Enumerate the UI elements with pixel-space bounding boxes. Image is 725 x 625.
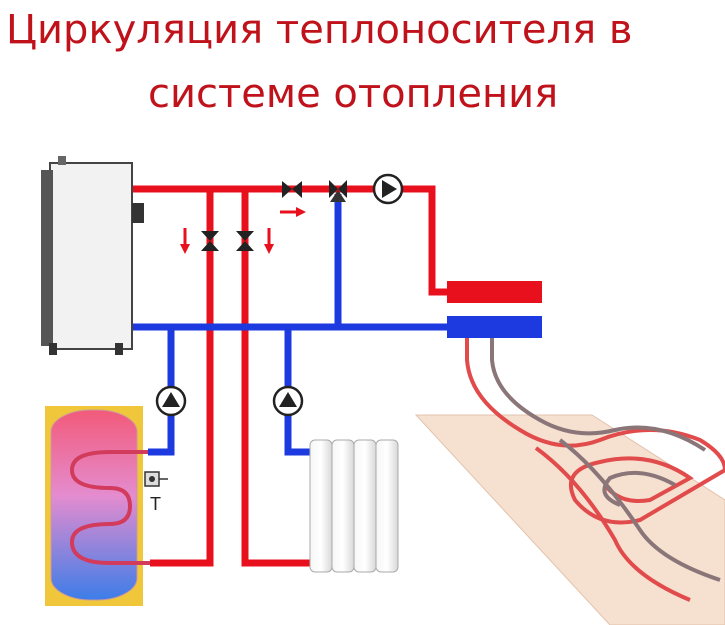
title-line-1: Циркуляция теплоносителя в bbox=[6, 7, 633, 53]
title-line-2: системе отопления bbox=[148, 71, 559, 117]
valve-icon bbox=[201, 231, 254, 251]
pump-icon bbox=[272, 385, 304, 417]
return-pipe bbox=[132, 194, 447, 456]
thermostat-icon bbox=[144, 471, 168, 487]
valve-icon bbox=[329, 180, 347, 202]
pump-icon bbox=[155, 385, 187, 417]
valve-icon bbox=[282, 181, 302, 198]
manifold-icon bbox=[447, 281, 542, 338]
thermostat-label: Т bbox=[150, 494, 161, 514]
flow-arrow-icon bbox=[180, 207, 306, 254]
boiler-icon bbox=[41, 156, 144, 355]
radiator-icon bbox=[309, 439, 399, 573]
pump-icon bbox=[372, 173, 404, 205]
water-tank-icon bbox=[45, 406, 150, 606]
underfloor-heating-icon bbox=[414, 330, 725, 625]
diagram-title: Циркуляция теплоносителя в системе отопл… bbox=[0, 0, 725, 130]
